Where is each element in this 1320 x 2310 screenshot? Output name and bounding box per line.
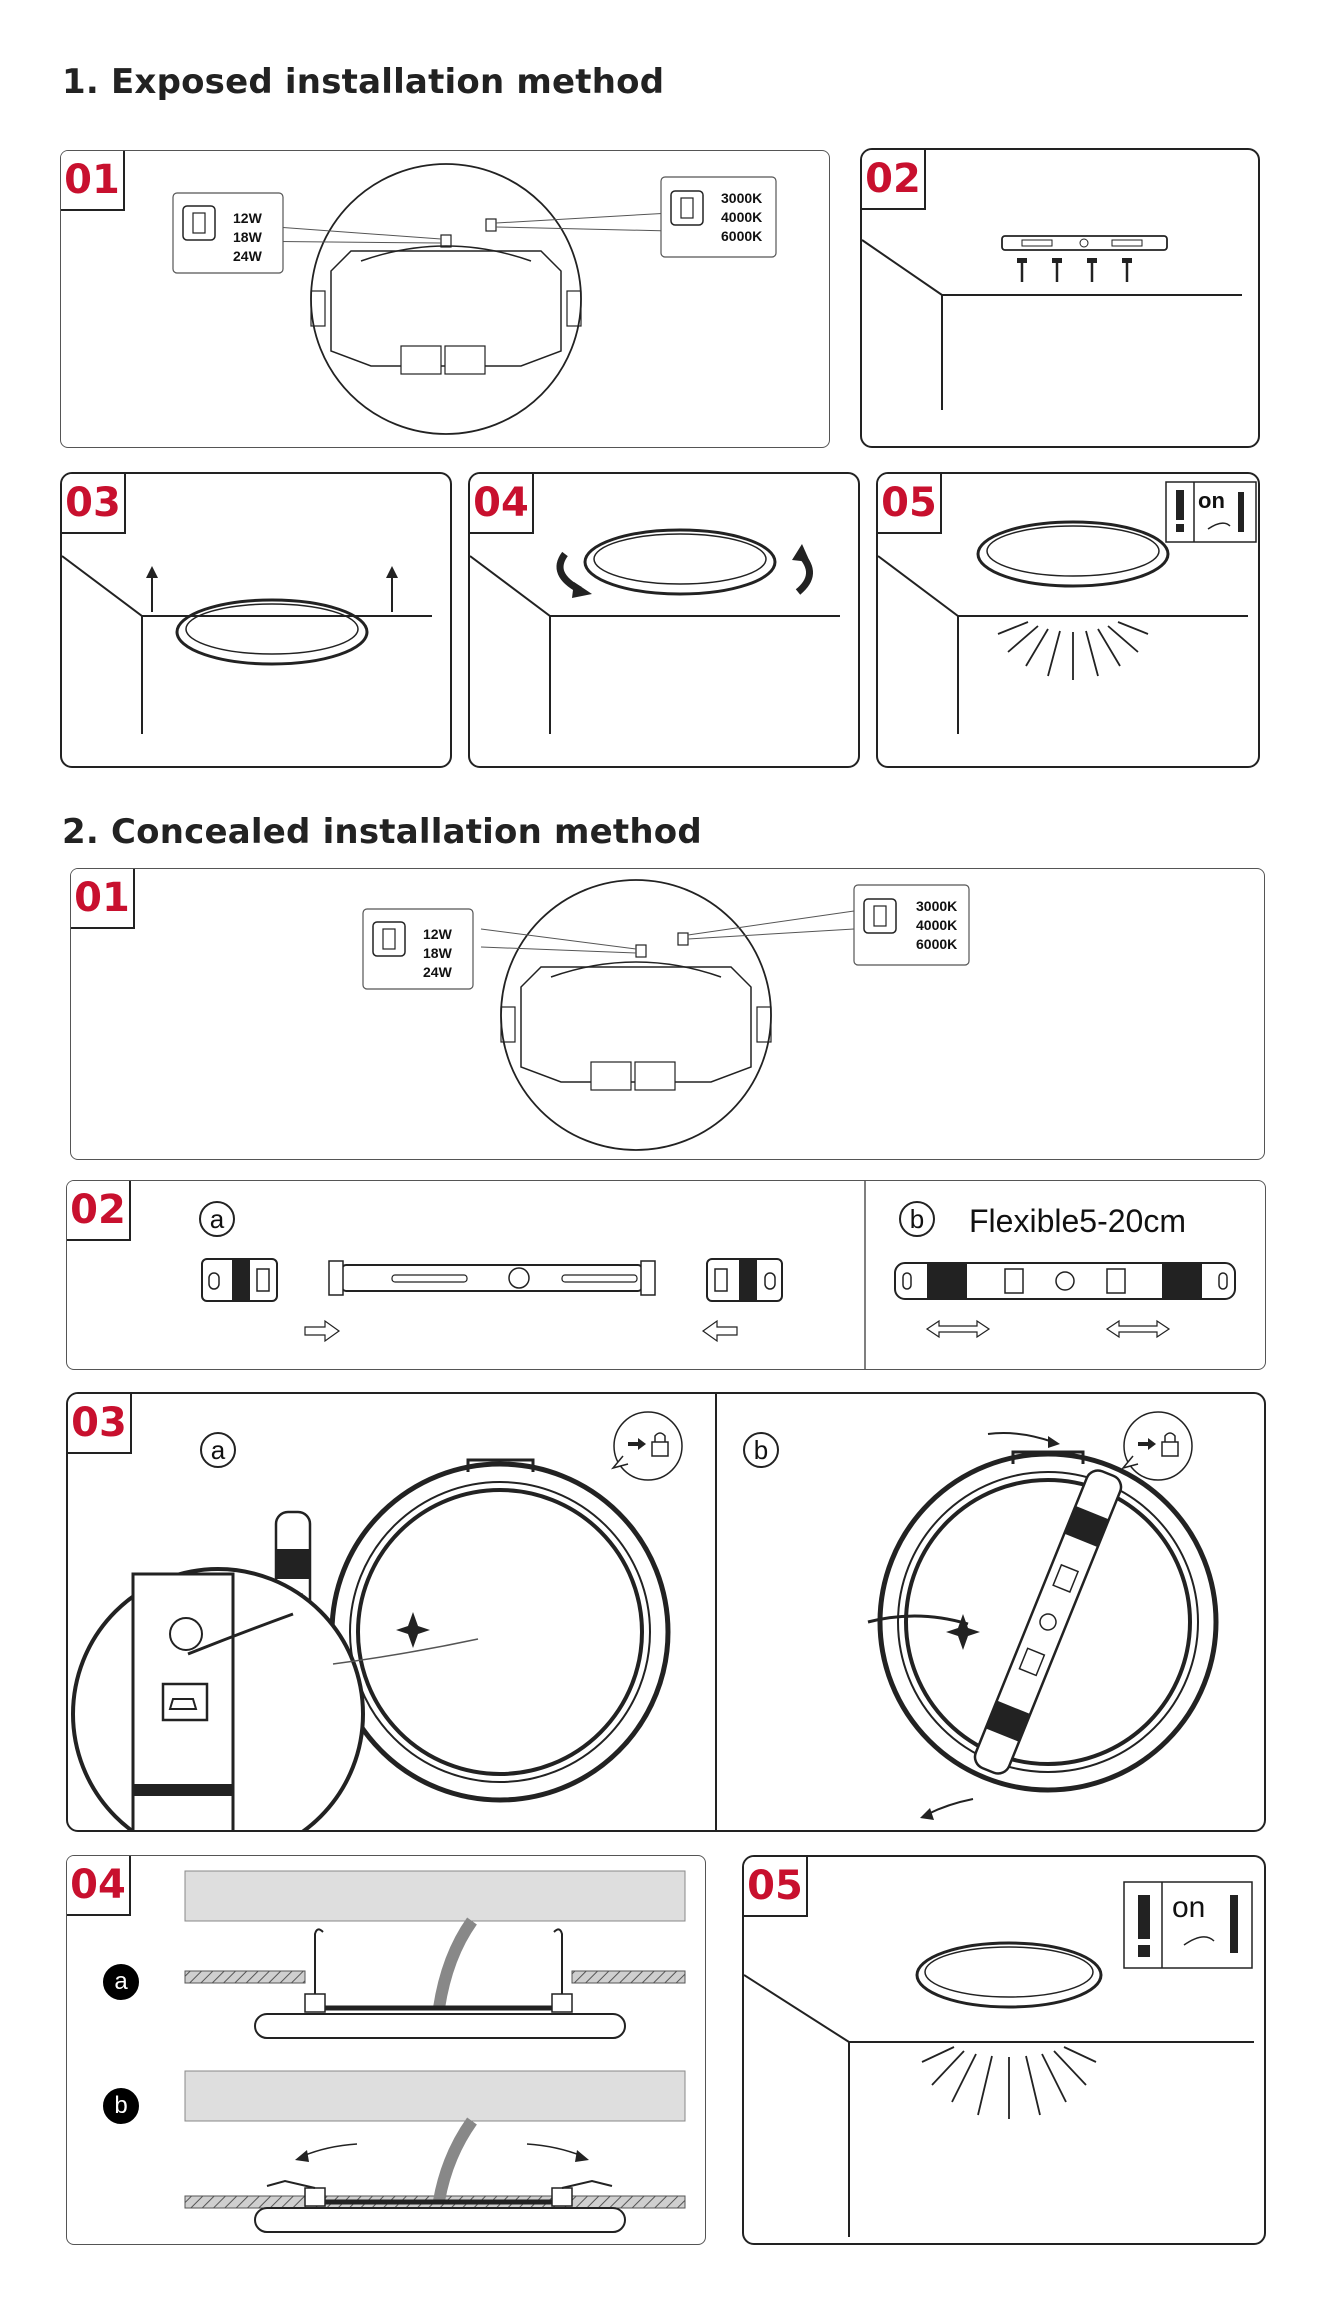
step-number: 03 <box>62 474 126 534</box>
wattage-label: 12W <box>233 210 262 226</box>
s1-step-03-panel: 03 <box>60 472 452 768</box>
s2-step-05-panel: 05 on <box>742 1855 1266 2245</box>
s1-step-01-panel: 01 12W 18W 24W 3000K 4000K 6000K <box>60 150 830 448</box>
option-b-marker: b <box>743 1432 779 1468</box>
s2-step-01-panel: 01 12W 18W 24W 3000K 4000K 6000K <box>70 868 1265 1160</box>
spring-bracket-assembly-illustration <box>201 1181 1236 1369</box>
bracket-attach-illustration <box>71 1394 1219 1830</box>
ceiling-cutout-insertion-illustration <box>184 1870 686 2233</box>
switch-on-label: on <box>1198 488 1225 513</box>
option-b-marker: b <box>899 1201 935 1237</box>
step-number: 03 <box>68 1394 132 1454</box>
light-on-illustration <box>744 1881 1254 2237</box>
option-b-marker: b <box>103 2088 139 2124</box>
wattage-label: 24W <box>233 248 262 264</box>
wattage-label: 24W <box>423 964 452 980</box>
ceiling-bracket-screws-illustration <box>862 235 1242 410</box>
step-number: 04 <box>470 474 534 534</box>
section1-title: 1. Exposed installation method <box>62 62 665 102</box>
flexible-range-label: Flexible5-20cm <box>969 1203 1186 1239</box>
light-fixture-back-illustration <box>362 879 970 1151</box>
rotate-fixture-illustration <box>470 528 840 734</box>
switch-on-label: on <box>1172 1891 1206 1924</box>
s1-step-02-panel: 02 <box>860 148 1260 448</box>
cct-label: 3000K <box>721 190 763 206</box>
cct-label: 4000K <box>721 209 763 225</box>
option-a-marker: a <box>103 1964 139 2000</box>
option-a-marker: a <box>200 1432 236 1468</box>
step-number: 04 <box>67 1856 131 1916</box>
s2-step-04-panel: 04 a b <box>66 1855 706 2245</box>
wattage-label: 12W <box>423 926 452 942</box>
step-number: 02 <box>862 150 926 210</box>
step-number: 05 <box>878 474 942 534</box>
step-number: 01 <box>71 869 135 929</box>
s1-step-04-panel: 04 <box>468 472 860 768</box>
mount-fixture-illustration <box>62 555 432 734</box>
light-on-illustration <box>878 481 1257 734</box>
cct-label: 6000K <box>721 228 763 244</box>
step-number: 02 <box>67 1181 131 1241</box>
cct-label: 6000K <box>916 936 958 952</box>
step-number: 01 <box>61 151 125 211</box>
cct-label: 4000K <box>916 917 958 933</box>
section2-title: 2. Concealed installation method <box>62 812 702 852</box>
light-fixture-back-illustration <box>172 163 777 435</box>
cct-label: 3000K <box>916 898 958 914</box>
wattage-label: 18W <box>233 229 262 245</box>
s2-step-03-panel: 03 <box>66 1392 1266 1832</box>
s1-step-05-panel: 05 on <box>876 472 1260 768</box>
wattage-label: 18W <box>423 945 452 961</box>
option-a-marker: a <box>199 1201 235 1237</box>
s2-step-02-panel: 02 a b Flexible5-20cm <box>66 1180 1266 1370</box>
step-number: 05 <box>744 1857 808 1917</box>
